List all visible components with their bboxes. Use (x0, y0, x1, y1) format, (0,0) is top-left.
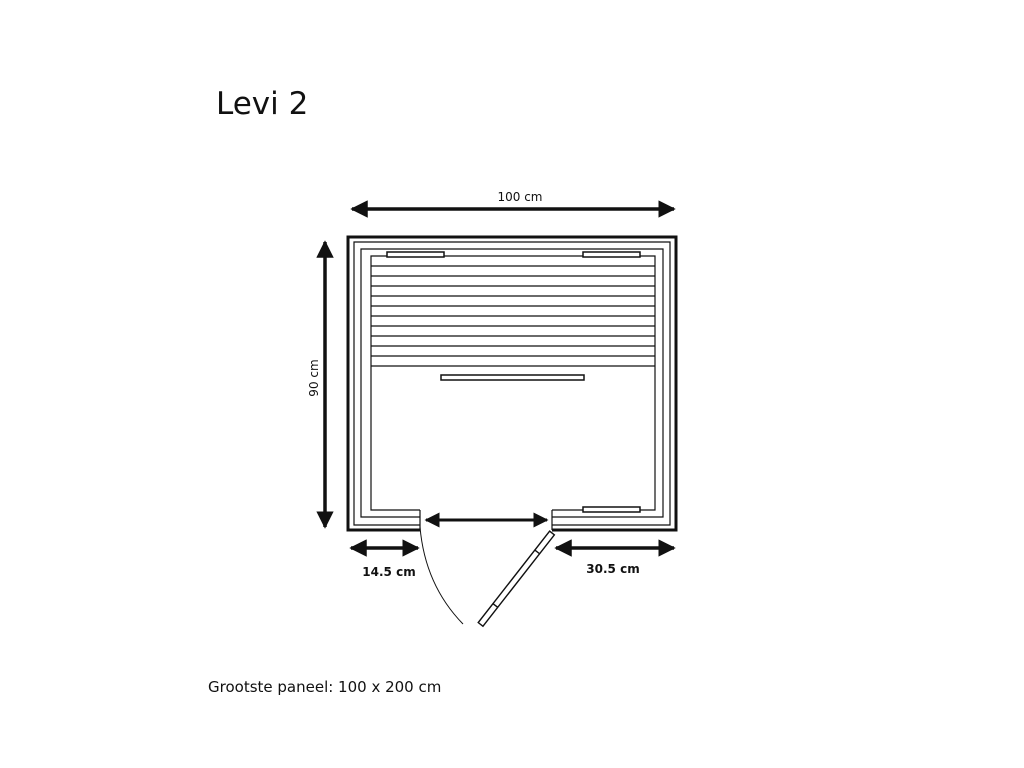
left-offset-dimension: 14.5 cm (349, 539, 420, 579)
heater-panel-center (440, 374, 585, 381)
bench (371, 265, 655, 367)
right-offset-label: 30.5 cm (586, 562, 639, 576)
width-dimension: 100 cm (350, 190, 676, 218)
heater-panels (386, 251, 641, 513)
door-swing-arc (419, 526, 464, 625)
door (419, 526, 556, 628)
heater-panel-top-right (582, 251, 641, 258)
right-offset-dimension: 30.5 cm (554, 539, 676, 576)
panel-caption: Grootste paneel: 100 x 200 cm (208, 678, 441, 696)
door-leaf (477, 530, 556, 628)
left-offset-label: 14.5 cm (362, 565, 415, 579)
width-label: 100 cm (497, 190, 542, 204)
depth-label: 90 cm (307, 359, 321, 396)
heater-panel-bottom-right (582, 506, 641, 513)
sauna-walls (346, 235, 678, 532)
page-title: Levi 2 (216, 86, 308, 122)
depth-dimension: 90 cm (307, 240, 334, 529)
heater-panel-top-left (386, 251, 445, 258)
